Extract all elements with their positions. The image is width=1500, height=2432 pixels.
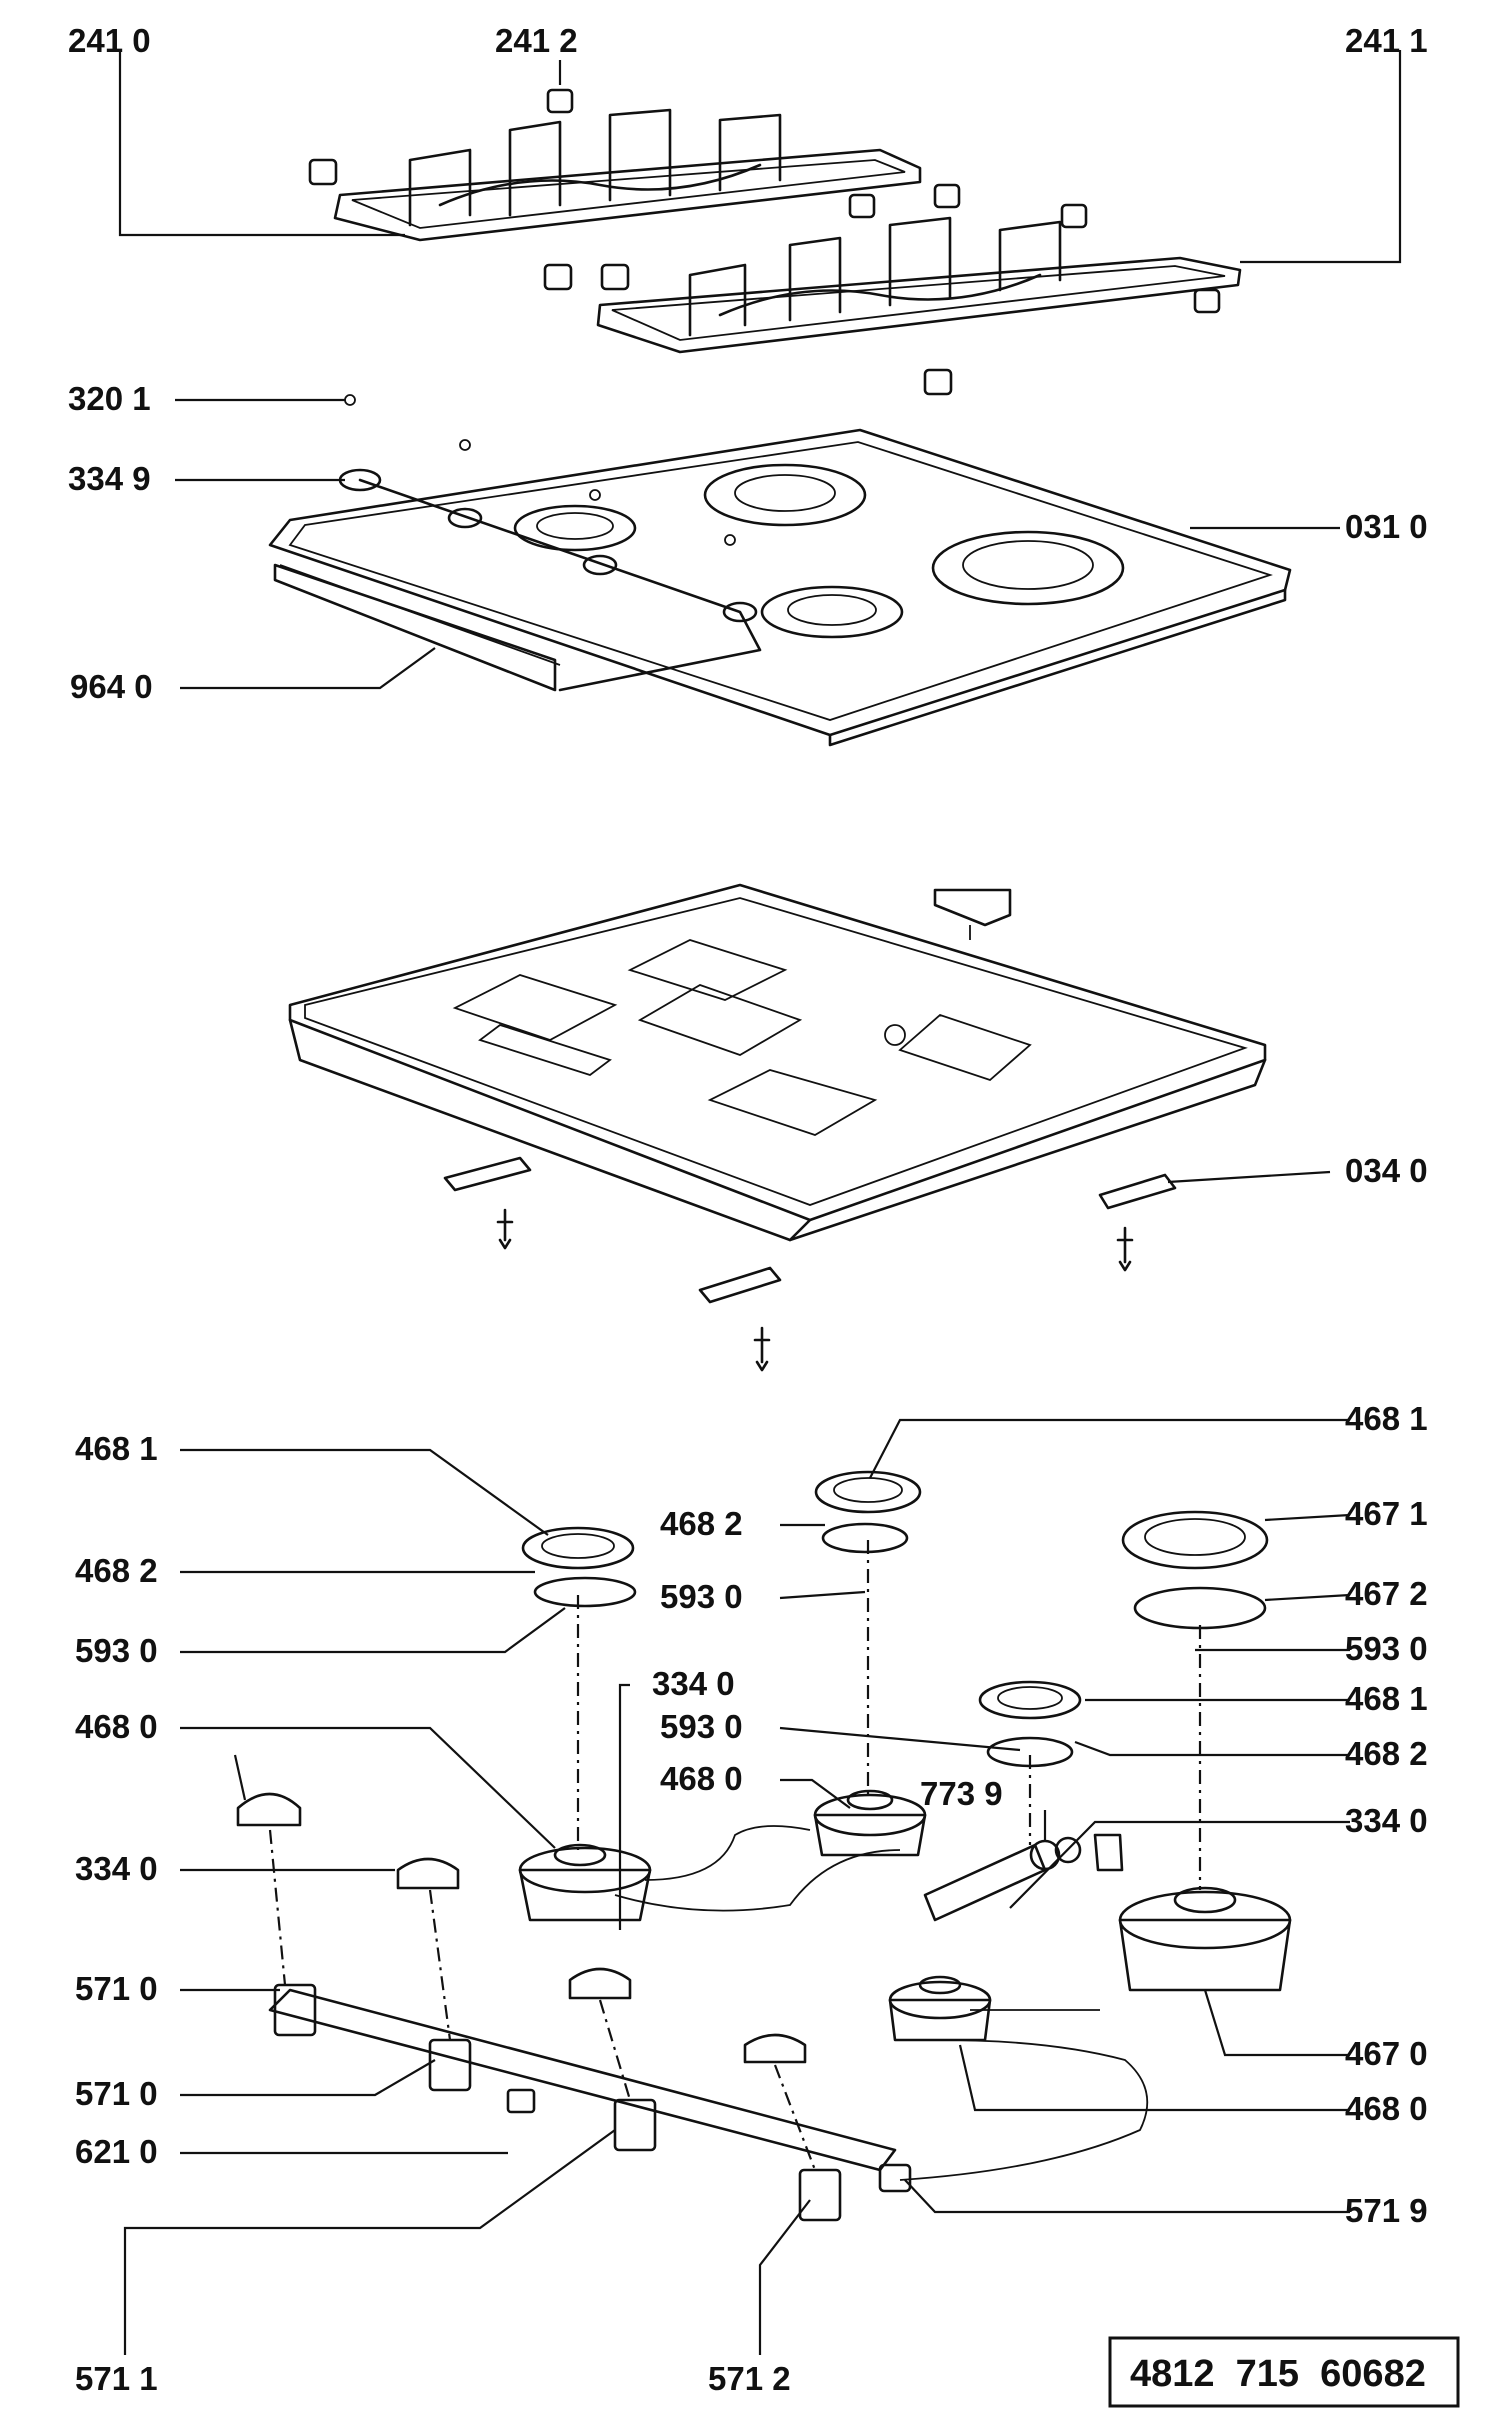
rubber-feet: [308, 88, 1221, 396]
label-334-0-mid: 334 0: [652, 1665, 735, 1702]
label-467-1: 467 1: [1345, 1495, 1428, 1532]
label-468-2-right: 468 2: [1345, 1735, 1428, 1772]
burner-caps-and-rings: [521, 1470, 1269, 1768]
assembly-axes: [268, 1540, 1202, 2171]
label-034-0: 034 0: [1345, 1152, 1428, 1189]
label-468-0-right: 468 0: [1345, 2090, 1428, 2127]
label-593-0-mid: 593 0: [660, 1578, 743, 1615]
label-593-0-right: 593 0: [1345, 1630, 1428, 1667]
document-code-box: 4812 715 60682: [1108, 2336, 1460, 2408]
label-571-2: 571 2: [708, 2360, 791, 2397]
label-571-9: 571 9: [1345, 2192, 1428, 2229]
label-334-0-left: 334 0: [75, 1850, 158, 1887]
label-571-1: 571 1: [75, 2360, 158, 2397]
label-241-0: 241 0: [68, 22, 151, 59]
label-571-0-b: 571 0: [75, 2075, 158, 2112]
pan-support-left: [333, 108, 922, 242]
label-031-0: 031 0: [1345, 508, 1428, 545]
label-468-1-left: 468 1: [75, 1430, 158, 1467]
document-code: 4812 715 60682: [1130, 2353, 1426, 2395]
label-571-0-a: 571 0: [75, 1970, 158, 2007]
label-468-0-left: 468 0: [75, 1708, 158, 1745]
label-964-0: 964 0: [70, 668, 153, 705]
tray-brackets-034: [443, 1156, 1177, 1372]
label-241-1: 241 1: [1345, 22, 1428, 59]
pan-support-right: [596, 216, 1242, 354]
label-593-0-mid2: 593 0: [660, 1708, 743, 1745]
leader-lines: [118, 50, 1402, 2355]
front-trim-strip: [273, 563, 557, 692]
part-labels: 241 0 241 2 241 1 320 1 334 9 031 0 964 …: [68, 22, 1428, 2397]
label-467-0: 467 0: [1345, 2035, 1428, 2072]
label-468-2-mid: 468 2: [660, 1505, 743, 1542]
hob-top-panel: [268, 394, 1292, 747]
label-593-0-left: 593 0: [75, 1632, 158, 1669]
label-241-2: 241 2: [495, 22, 578, 59]
label-621-0: 621 0: [75, 2133, 158, 2170]
label-334-0-right: 334 0: [1345, 1802, 1428, 1839]
label-773-9: 773 9: [920, 1775, 1003, 1812]
label-468-2-left: 468 2: [75, 1552, 158, 1589]
gas-valves: [273, 1983, 912, 2222]
base-tray: [288, 883, 1267, 1242]
burner-bodies: [518, 1789, 1292, 2042]
gas-supply-pipe: [268, 1825, 1149, 2181]
label-468-0-mid: 468 0: [660, 1760, 743, 1797]
label-334-9: 334 9: [68, 460, 151, 497]
label-468-1-right-top: 468 1: [1345, 1400, 1428, 1437]
label-467-2: 467 2: [1345, 1575, 1428, 1612]
label-468-1-right: 468 1: [1345, 1680, 1428, 1717]
label-320-1: 320 1: [68, 380, 151, 417]
control-knobs: [236, 1792, 807, 2064]
